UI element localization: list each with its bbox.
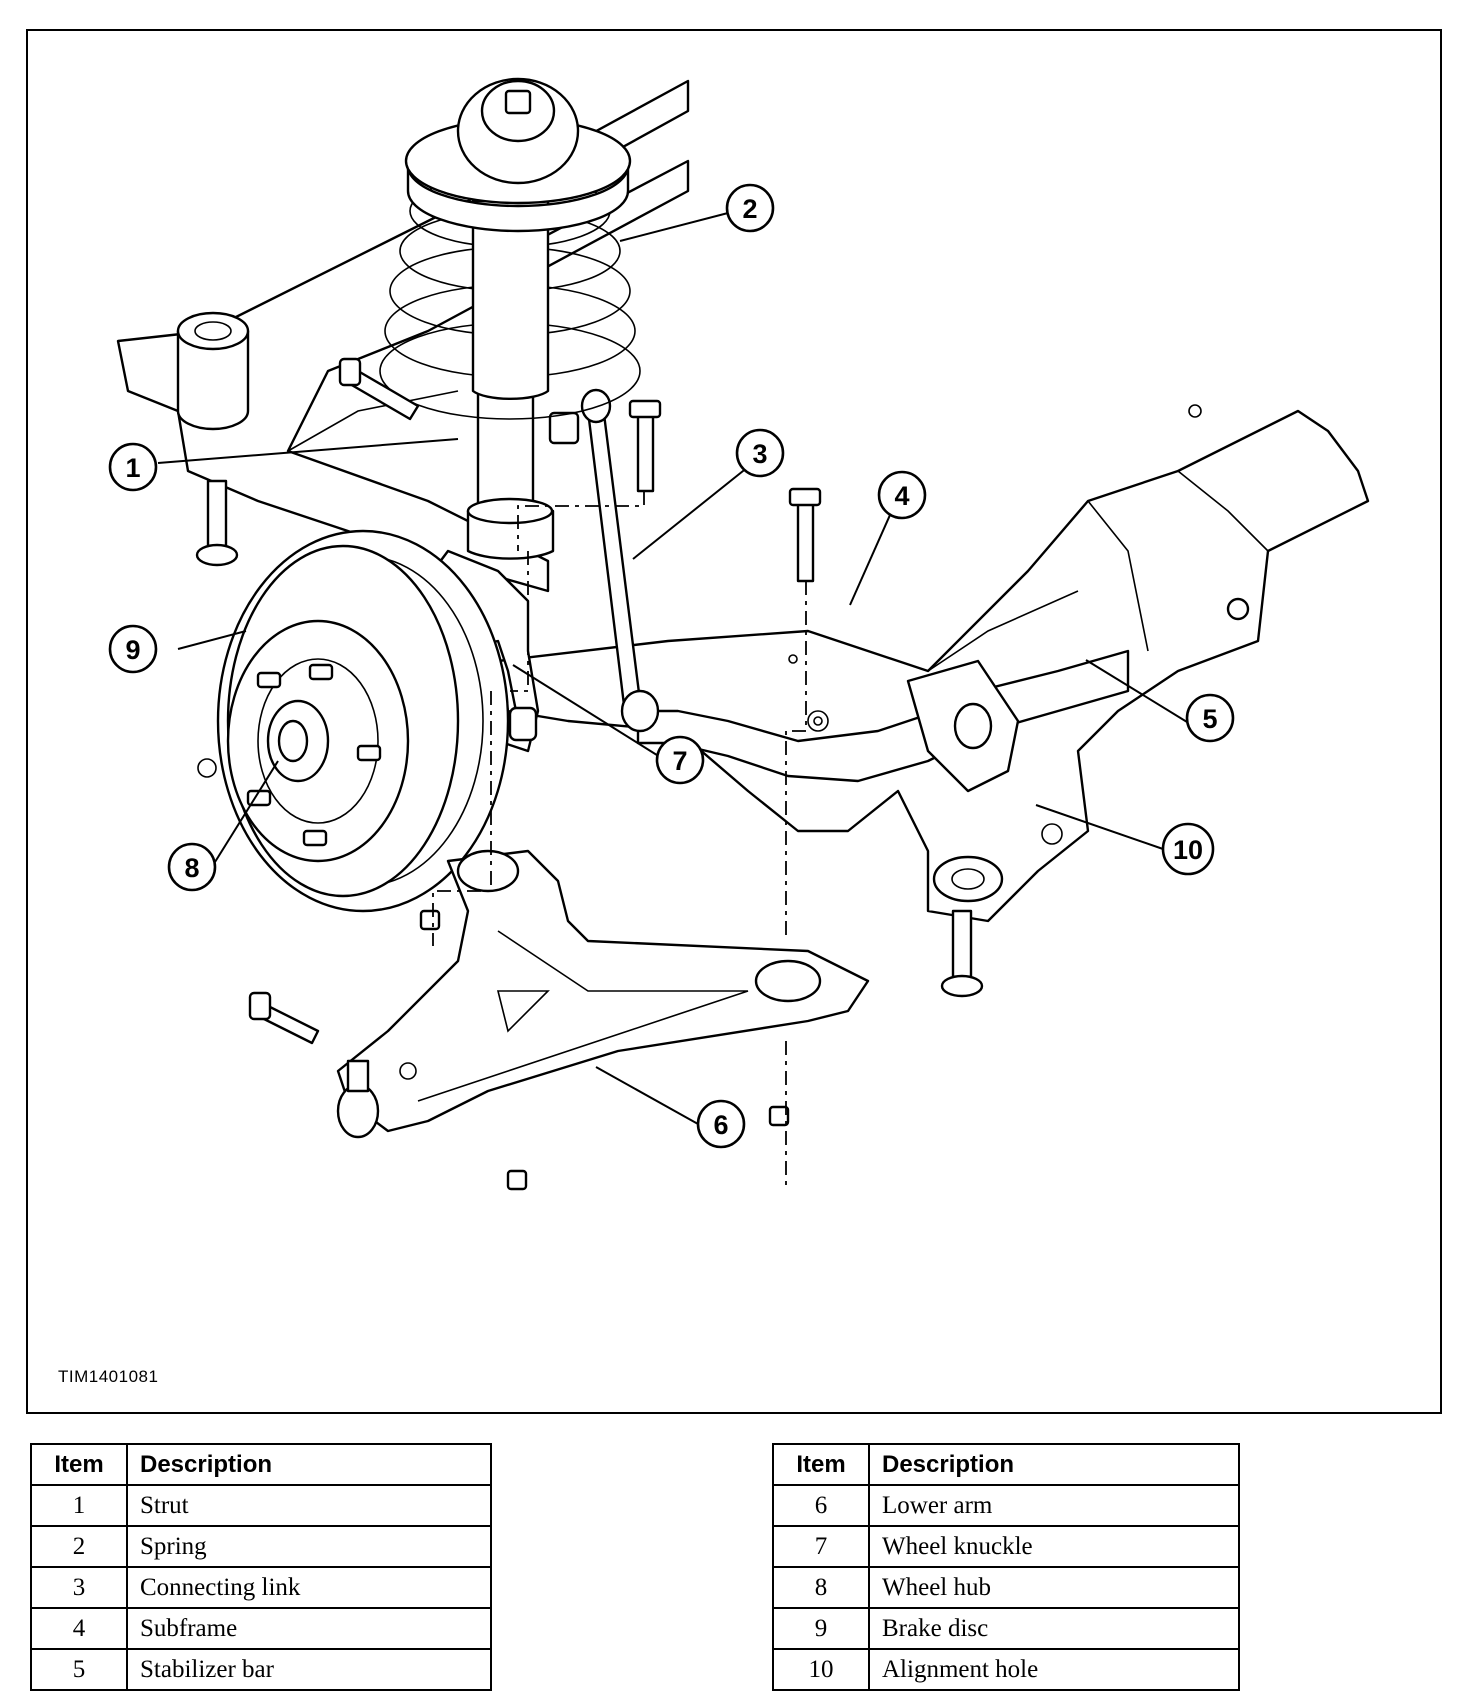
connecting-link	[548, 388, 660, 733]
legend-item-number: 5	[30, 1648, 128, 1691]
legend-item-number: 4	[30, 1607, 128, 1650]
legend-row: 9 Brake disc	[772, 1607, 1240, 1650]
legend-item-description: Connecting link	[126, 1566, 492, 1609]
lower-arm	[336, 849, 870, 1139]
legend-item-description: Wheel hub	[868, 1566, 1240, 1609]
figure-id-label: TIM1401081	[58, 1367, 159, 1386]
callout-2: 2	[725, 183, 775, 233]
callout-10: 10	[1161, 822, 1215, 876]
callout-5: 5	[1185, 693, 1235, 743]
lower-arm-front	[788, 654, 829, 732]
callout-6-label: 6	[713, 1110, 728, 1140]
legend-table-right: Item Description 6 Lower arm 7 Wheel knu…	[772, 1443, 1240, 1691]
legend-item-number: 6	[772, 1484, 870, 1527]
callout-8-label: 8	[184, 853, 199, 883]
legend-item-number: 1	[30, 1484, 128, 1527]
callout-2-label: 2	[742, 194, 757, 224]
callout-9: 9	[108, 624, 158, 674]
legend-table-left: Item Description 1 Strut 2 Spring 3 Conn…	[30, 1443, 492, 1691]
legend-item-description: Stabilizer bar	[126, 1648, 492, 1691]
bolts	[195, 357, 984, 1191]
callout-9-label: 9	[125, 635, 140, 665]
left-bushing-mount	[176, 311, 250, 431]
wheel-hub	[226, 619, 410, 863]
spring	[379, 77, 641, 420]
legend-header-row: Item Description	[30, 1443, 492, 1486]
assembly-lines	[432, 491, 807, 1191]
legend-header-description: Description	[126, 1443, 492, 1486]
callout-4-label: 4	[894, 481, 909, 511]
legend-row: 2 Spring	[30, 1525, 492, 1568]
subframe-right-arm	[496, 404, 1370, 923]
stabilizer-bar	[636, 649, 1130, 793]
callout-8: 8	[167, 842, 217, 892]
strut	[396, 389, 555, 753]
legend-item-description: Spring	[126, 1525, 492, 1568]
legend-row: 7 Wheel knuckle	[772, 1525, 1240, 1568]
legend-item-description: Subframe	[126, 1607, 492, 1650]
legend-header-row: Item Description	[772, 1443, 1240, 1486]
legend-row: 8 Wheel hub	[772, 1566, 1240, 1609]
legend-item-description: Strut	[126, 1484, 492, 1527]
callout-3-label: 3	[752, 439, 767, 469]
callout-7-label: 7	[672, 746, 687, 776]
legend-item-description: Brake disc	[868, 1607, 1240, 1650]
legend-row: 1 Strut	[30, 1484, 492, 1527]
callout-5-label: 5	[1202, 704, 1217, 734]
legend-item-description: Wheel knuckle	[868, 1525, 1240, 1568]
legend-header-item: Item	[772, 1443, 870, 1486]
legend-item-number: 10	[772, 1648, 870, 1691]
legend-item-number: 8	[772, 1566, 870, 1609]
callout-7: 7	[655, 735, 705, 785]
legend-item-number: 7	[772, 1525, 870, 1568]
legend-row: 4 Subframe	[30, 1607, 492, 1650]
legend-item-number: 3	[30, 1566, 128, 1609]
legend-row: 3 Connecting link	[30, 1566, 492, 1609]
callout-1-label: 1	[125, 453, 140, 483]
callout-3: 3	[735, 428, 785, 478]
leader-lines	[157, 212, 1188, 1125]
legend-header-item: Item	[30, 1443, 128, 1486]
legend-row: 5 Stabilizer bar	[30, 1648, 492, 1691]
callout-10-label: 10	[1173, 835, 1203, 865]
legend-row: 6 Lower arm	[772, 1484, 1240, 1527]
legend-header-description: Description	[868, 1443, 1240, 1486]
callout-1: 1	[108, 442, 158, 492]
legend-item-description: Lower arm	[868, 1484, 1240, 1527]
suspension-diagram: 1 2 3 4 5 6 7 8	[108, 77, 1370, 1191]
callout-6: 6	[696, 1099, 746, 1149]
legend-item-description: Alignment hole	[868, 1648, 1240, 1691]
callout-4: 4	[877, 470, 927, 520]
legend-item-number: 9	[772, 1607, 870, 1650]
figure-frame: 1 2 3 4 5 6 7 8	[26, 29, 1442, 1414]
legend-row: 10 Alignment hole	[772, 1648, 1240, 1691]
legend-item-number: 2	[30, 1525, 128, 1568]
